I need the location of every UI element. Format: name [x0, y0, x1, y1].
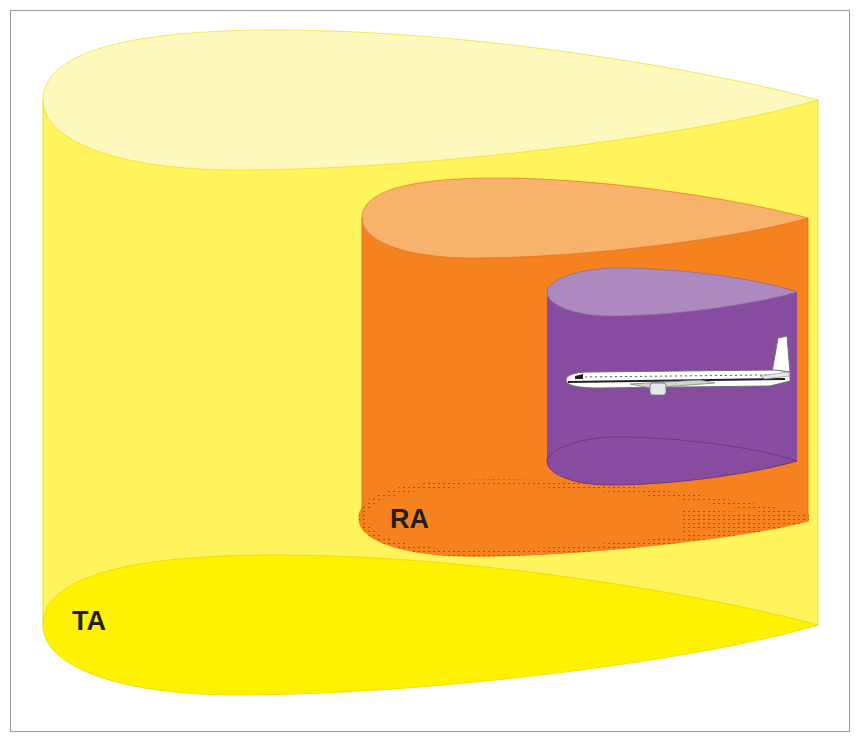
- stabilizer: [760, 372, 790, 379]
- inner-cylinder-bottom: [547, 437, 797, 485]
- aircraft: [566, 336, 790, 395]
- inner-cylinder-body: [547, 292, 797, 461]
- cylinder-bottom-hatch: [362, 483, 808, 553]
- cockpit: [575, 374, 583, 379]
- inner-cylinder-top: [547, 268, 797, 316]
- volume-label: TA: [72, 608, 106, 635]
- cylinder-top: [43, 30, 818, 170]
- cylinder-body: [362, 218, 808, 518]
- cylinder-side: [43, 100, 818, 625]
- windows: [580, 375, 770, 377]
- cylinder-body: [43, 100, 818, 625]
- resolution-advisory-volume: RA: [362, 178, 808, 558]
- volume-label: RA: [390, 506, 429, 533]
- cylinder-bottom: [362, 480, 808, 556]
- cylinder-bottom-hatch: [683, 510, 796, 532]
- wing: [630, 380, 715, 388]
- cylinder-top: [362, 178, 808, 258]
- cheatline: [568, 379, 785, 382]
- cylinder-side: [362, 218, 808, 518]
- engine: [650, 383, 666, 395]
- traffic-advisory-volume: TA RA: [43, 30, 818, 695]
- fuselage: [566, 370, 790, 388]
- cylinder-bottom: [43, 555, 818, 695]
- frame-border: [11, 11, 850, 732]
- tail-fin: [772, 336, 790, 372]
- cylinder-shape: [362, 178, 808, 558]
